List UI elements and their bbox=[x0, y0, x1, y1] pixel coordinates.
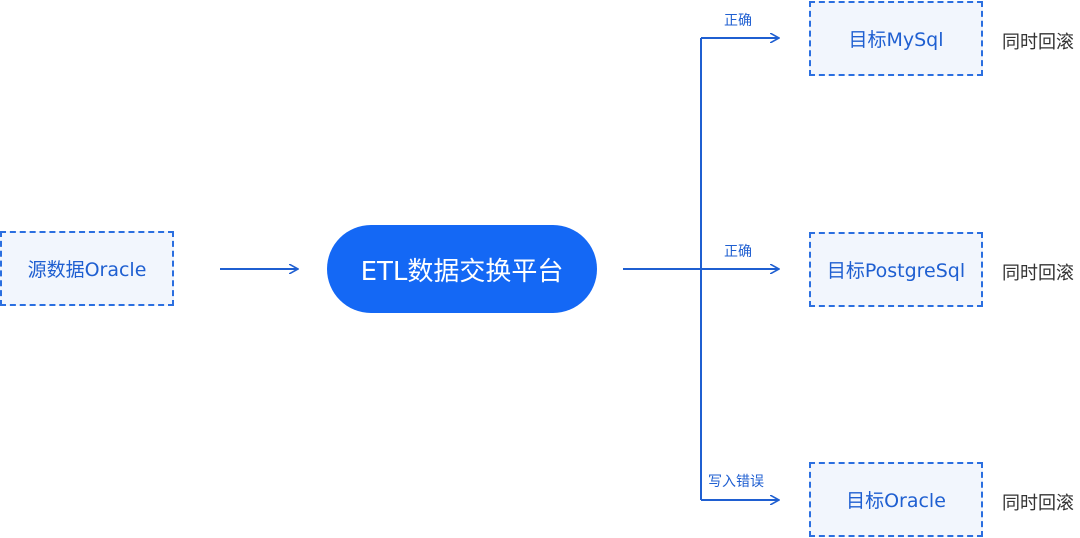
target-oracle-label: 目标Oracle bbox=[846, 490, 946, 512]
rollback-note-postgresql: 同时回滚 bbox=[1002, 263, 1074, 284]
edge-label-mysql: 正确 bbox=[724, 13, 752, 29]
target-postgresql-node: 目标PostgreSql bbox=[809, 232, 983, 307]
target-postgresql-label: 目标PostgreSql bbox=[826, 260, 966, 282]
source-oracle-node: 源数据Oracle bbox=[0, 231, 174, 306]
target-mysql-label: 目标MySql bbox=[848, 29, 944, 51]
etl-platform-label: ETL数据交换平台 bbox=[360, 256, 564, 287]
edge-label-oracle: 写入错误 bbox=[708, 474, 764, 490]
edge-label-postgresql: 正确 bbox=[724, 244, 752, 260]
rollback-note-mysql: 同时回滚 bbox=[1002, 32, 1074, 53]
rollback-note-oracle: 同时回滚 bbox=[1002, 493, 1074, 514]
target-mysql-node: 目标MySql bbox=[809, 1, 983, 76]
source-oracle-label: 源数据Oracle bbox=[27, 259, 147, 281]
target-oracle-node: 目标Oracle bbox=[809, 462, 983, 537]
etl-platform-node: ETL数据交换平台 bbox=[327, 225, 597, 313]
